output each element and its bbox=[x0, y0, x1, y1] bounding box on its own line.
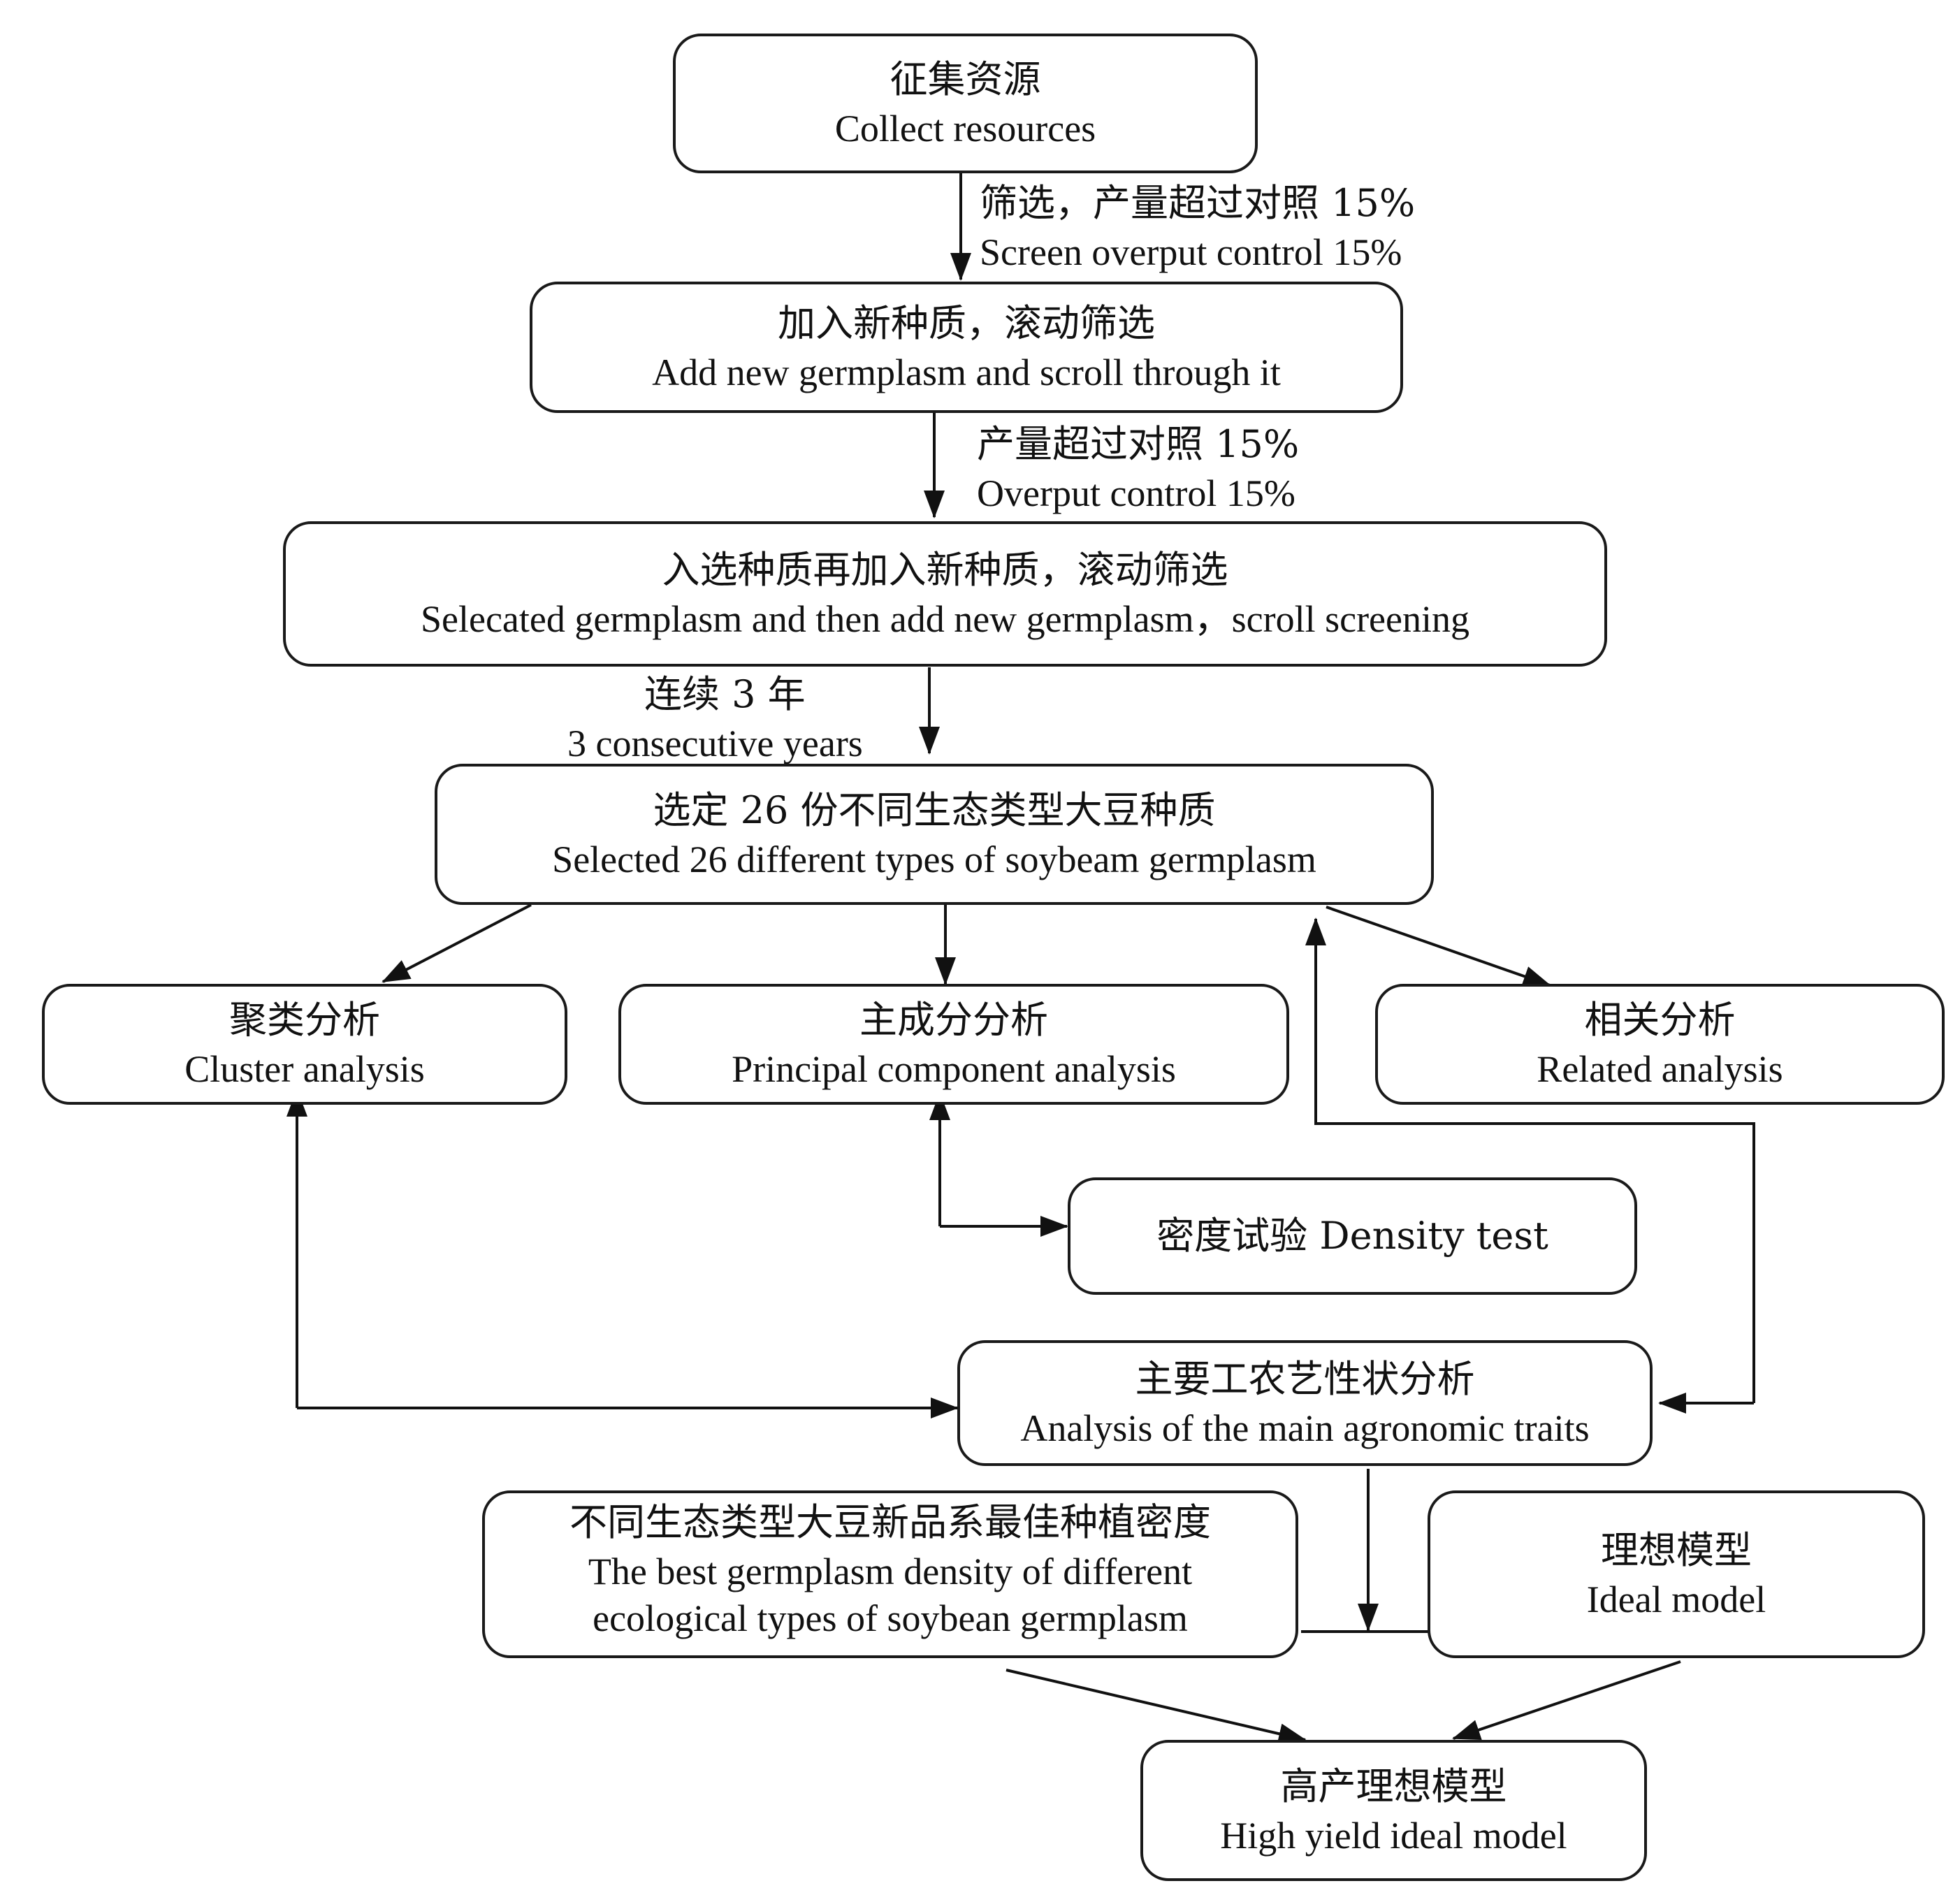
node-selected26-zh: 选定 26 份不同生态类型大豆种质 bbox=[653, 787, 1216, 832]
edge-label-screen-zh: 筛选，产量超过对照 15% bbox=[980, 181, 1416, 225]
node-density-text: 密度试验 Density test bbox=[1156, 1213, 1548, 1258]
node-collect-en: Collect resources bbox=[834, 107, 1096, 150]
node-selected-add-en: Selecated germplasm and then add new ger… bbox=[420, 597, 1469, 640]
node-traits-zh: 主要工农艺性状分析 bbox=[1135, 1356, 1475, 1401]
edge-label-overput-en: Overput control 15% bbox=[977, 472, 1295, 514]
connector-traits-related-selected26 bbox=[1314, 950, 1755, 1403]
node-ideal-model: 理想模型 Ideal model bbox=[1428, 1490, 1925, 1658]
node-selected-26: 选定 26 份不同生态类型大豆种质 Selected 26 different … bbox=[435, 764, 1434, 905]
node-best-density: 不同生态类型大豆新品系最佳种植密度 The best germplasm den… bbox=[482, 1490, 1298, 1658]
edge-label-years-en: 3 consecutive years bbox=[567, 722, 863, 764]
arrow-selected26-to-related bbox=[1326, 906, 1551, 987]
node-add-new-germplasm: 加入新种质，滚动筛选 Add new germplasm and scroll … bbox=[530, 282, 1403, 413]
node-best-density-zh: 不同生态类型大豆新品系最佳种植密度 bbox=[569, 1500, 1211, 1544]
arrow-selected26-to-cluster bbox=[382, 903, 532, 983]
node-selected-add-zh: 入选种质再加入新种质，滚动筛选 bbox=[662, 547, 1228, 592]
edge-label-overput: 产量超过对照 15% Overput control 15% bbox=[977, 419, 1299, 517]
node-high-yield-zh: 高产理想模型 bbox=[1280, 1764, 1507, 1808]
node-selected26-en: Selected 26 different types of soybeam g… bbox=[552, 838, 1316, 880]
node-cluster-zh: 聚类分析 bbox=[229, 998, 380, 1043]
node-cluster-analysis: 聚类分析 Cluster analysis bbox=[42, 984, 567, 1105]
arrow-ideal-to-high-yield bbox=[1452, 1660, 1681, 1741]
arrow-best-density-to-high-yield bbox=[1006, 1669, 1307, 1744]
edge-label-years-zh: 连续 3 年 bbox=[644, 672, 806, 716]
edge-label-screen: 筛选，产量超过对照 15% Screen overput control 15% bbox=[980, 178, 1415, 276]
node-selected-then-add: 入选种质再加入新种质，滚动筛选 Selecated germplasm and … bbox=[283, 521, 1607, 667]
node-high-yield-ideal: 高产理想模型 High yield ideal model bbox=[1140, 1740, 1647, 1881]
node-collect-resources: 征集资源 Collect resources bbox=[673, 34, 1258, 173]
node-pca: 主成分分析 Principal component analysis bbox=[618, 984, 1289, 1105]
node-related-analysis: 相关分析 Related analysis bbox=[1375, 984, 1945, 1105]
node-add-new-zh: 加入新种质，滚动筛选 bbox=[778, 300, 1155, 345]
node-add-new-en: Add new germplasm and scroll through it bbox=[652, 351, 1281, 393]
edge-label-years: 连续 3 年 3 consecutive years bbox=[567, 669, 889, 767]
node-ideal-en: Ideal model bbox=[1586, 1578, 1766, 1620]
node-collect-zh: 征集资源 bbox=[890, 57, 1041, 101]
node-ideal-zh: 理想模型 bbox=[1601, 1527, 1752, 1572]
node-related-en: Related analysis bbox=[1537, 1048, 1783, 1091]
node-pca-en: Principal component analysis bbox=[732, 1048, 1176, 1091]
node-related-zh: 相关分析 bbox=[1584, 998, 1736, 1043]
node-density-test: 密度试验 Density test bbox=[1068, 1177, 1637, 1295]
node-best-density-en2: ecological types of soybean germplasm bbox=[593, 1597, 1188, 1640]
node-high-yield-en: High yield ideal model bbox=[1220, 1814, 1567, 1857]
node-cluster-en: Cluster analysis bbox=[184, 1048, 425, 1091]
node-agronomic-traits: 主要工农艺性状分析 Analysis of the main agronomic… bbox=[957, 1340, 1653, 1466]
edge-label-overput-zh: 产量超过对照 15% bbox=[977, 422, 1300, 466]
node-traits-en: Analysis of the main agronomic traits bbox=[1020, 1407, 1590, 1449]
edge-label-screen-en: Screen overput control 15% bbox=[980, 231, 1402, 273]
node-pca-zh: 主成分分析 bbox=[859, 998, 1048, 1043]
node-best-density-en1: The best germplasm density of different bbox=[588, 1550, 1193, 1592]
